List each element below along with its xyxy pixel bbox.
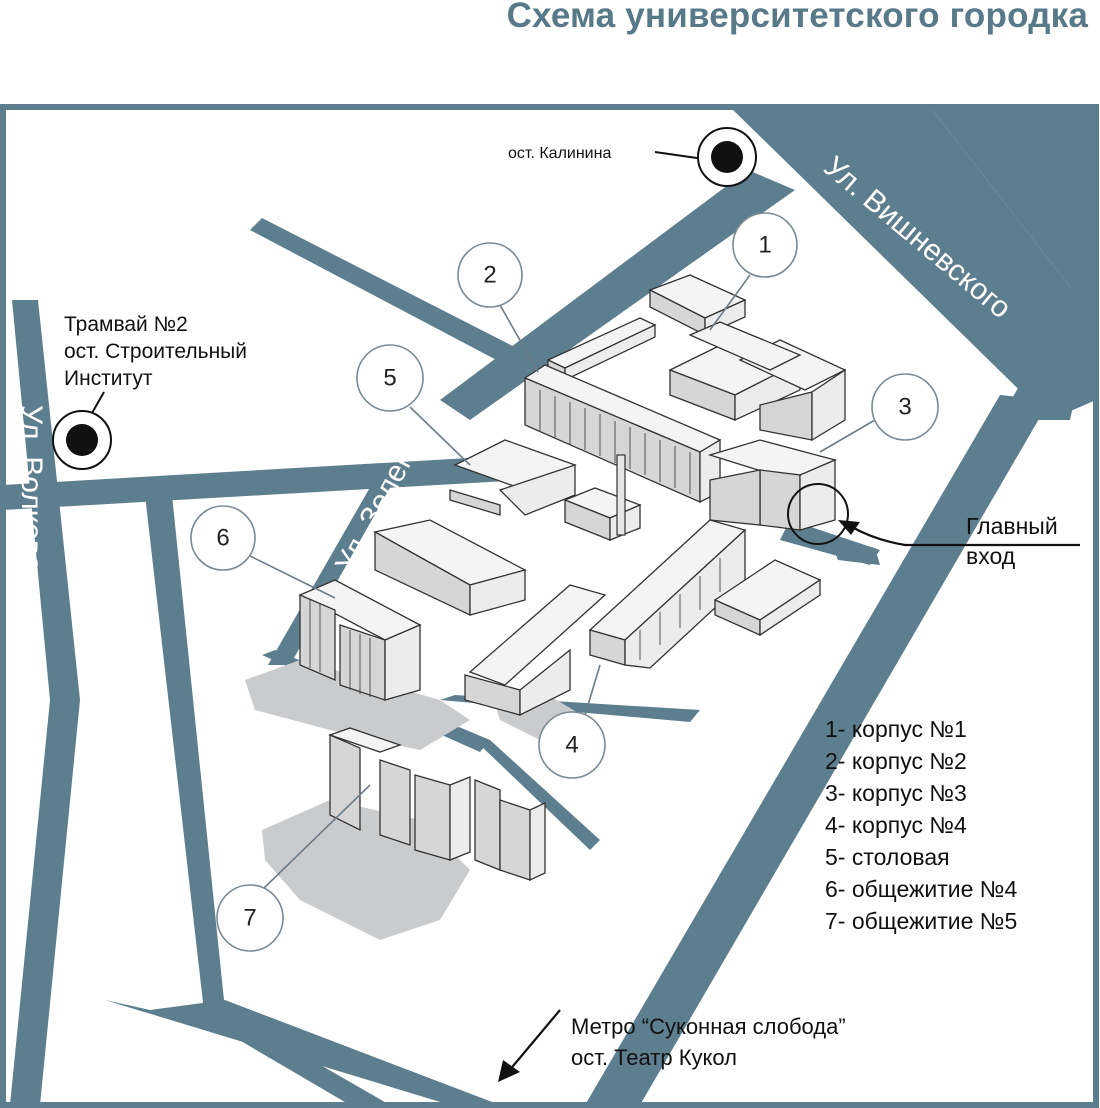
road-volkova (10, 300, 80, 1105)
road-kalinina (585, 395, 1050, 1105)
callout-3-number: 3 (898, 394, 911, 421)
metro-label-2: ост. Театр Кукол (571, 1045, 737, 1070)
callout-1[interactable] (732, 212, 798, 278)
building-6 (298, 579, 422, 701)
callout-2-number: 2 (483, 262, 496, 289)
main-entrance-label-2: вход (966, 543, 1016, 569)
stop-kalinina[interactable]: ост. Калинина (508, 127, 757, 187)
callout-4[interactable] (538, 711, 606, 779)
road-east (1000, 240, 1096, 420)
legend-item: 2- корпус №2 (825, 748, 967, 774)
legend-item: 6- общежитие №4 (825, 876, 1017, 902)
legend-item: 5- столовая (825, 844, 950, 870)
callouts: 1 2 3 4 5 6 7 (190, 212, 939, 952)
stop-tram[interactable]: Трамвай №2 ост. Строительный Институт (52, 313, 247, 470)
road-south (105, 1000, 500, 1105)
building-7 (328, 727, 546, 882)
building-hall (373, 519, 527, 617)
callout-3[interactable] (871, 373, 939, 441)
building-3 (707, 439, 837, 531)
tram-stop-line2: ост. Строительный (64, 340, 247, 363)
street-volkova-label: Ул. Волкова (15, 405, 48, 573)
callout-5[interactable] (356, 344, 424, 412)
building-1 (648, 274, 847, 442)
building-5 (449, 439, 642, 541)
legend-item: 4- корпус №4 (825, 812, 967, 838)
callout-4-number: 4 (565, 732, 578, 759)
legend-item: 1- корпус №1 (825, 716, 967, 742)
chimney (616, 454, 626, 536)
road-northwest (250, 218, 540, 375)
main-entrance-arrow (851, 526, 1080, 547)
tram-stop-line1: Трамвай №2 (64, 313, 188, 336)
metro-direction[interactable]: Метро “Суконная слобода” ост. Театр Куко… (498, 1009, 846, 1082)
main-entrance-label-1: Главный (966, 513, 1058, 539)
callout-6-number: 6 (216, 525, 229, 552)
metro-arrow-icon (507, 1009, 561, 1073)
tram-stop-line3: Институт (64, 367, 153, 390)
legend: 1- корпус №1 2- корпус №2 3- корпус №3 4… (825, 716, 1017, 934)
map-title: Схема университетского городка (506, 0, 1088, 35)
callout-1-number: 1 (758, 232, 771, 259)
callout-6[interactable] (190, 505, 256, 571)
callout-7-number: 7 (243, 905, 256, 932)
stop-kalinina-label: ост. Калинина (508, 145, 611, 162)
main-entrance[interactable]: Главный вход (787, 483, 1080, 569)
main-entrance-circle (787, 483, 849, 545)
callout-7[interactable] (216, 884, 284, 952)
metro-label-1: Метро “Суконная слобода” (571, 1014, 846, 1039)
legend-item: 3- корпус №3 (825, 780, 967, 806)
road-west (3, 455, 525, 510)
callout-2[interactable] (457, 242, 523, 308)
legend-item: 7- общежитие №5 (825, 908, 1017, 934)
building-4 (464, 519, 747, 717)
road-vishnevskogo (730, 107, 1096, 420)
building-2 (523, 317, 722, 504)
road-west-ring (145, 495, 390, 1105)
callout-5-number: 5 (383, 365, 396, 392)
buildings (298, 274, 847, 882)
building-east (713, 559, 822, 637)
